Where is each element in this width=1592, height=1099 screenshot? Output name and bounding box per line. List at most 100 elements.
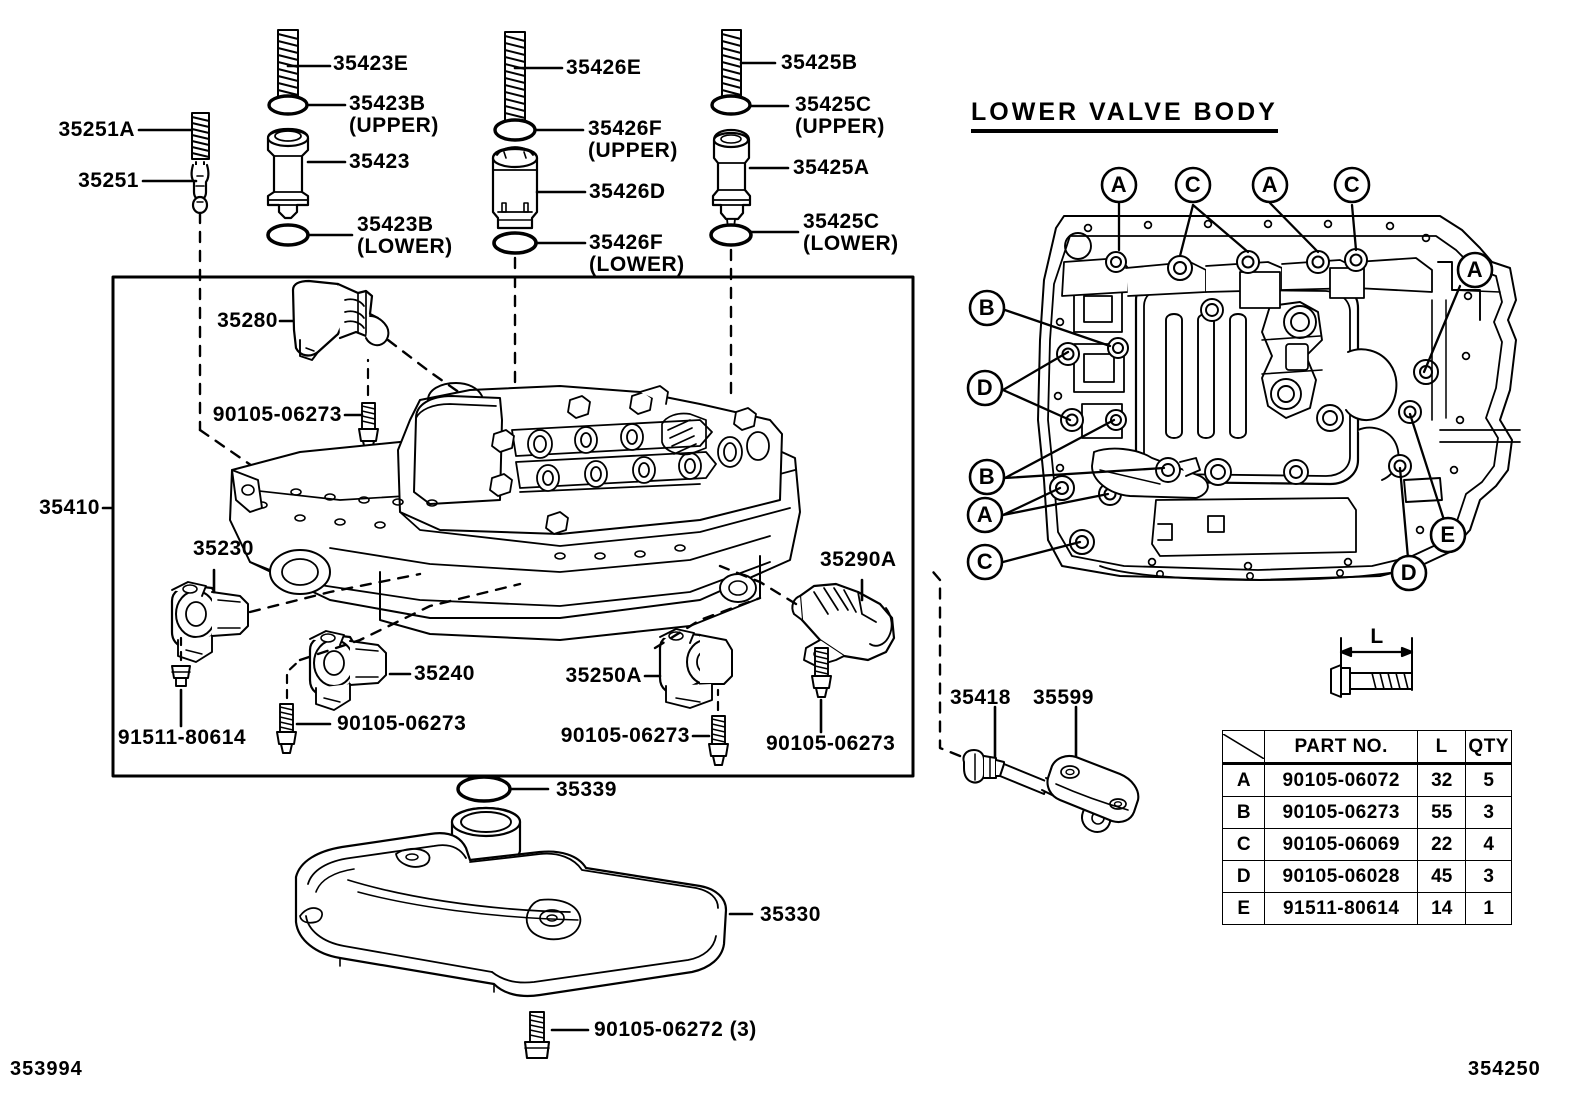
footer-left-code: 353994 (10, 1058, 83, 1080)
parts-table-qty-d: 3 (1465, 860, 1512, 893)
label-35330: 35330 (760, 903, 821, 926)
parts-table-l-c: 22 (1417, 828, 1467, 861)
parts-table-key-b: B (1221, 796, 1266, 829)
leader-lines-top (137, 61, 800, 245)
parts-table-key-e: E (1221, 892, 1266, 925)
oring-35339-art (456, 775, 512, 803)
parts-table-qty-e: 1 (1465, 892, 1512, 925)
label-35425a: 35425A (793, 156, 870, 179)
bolt-dimension-diagram (1330, 637, 1414, 698)
label-35423e: 35423E (333, 52, 409, 75)
table-row: C 90105-06069 22 4 (1221, 828, 1512, 861)
label-35339: 35339 (556, 778, 617, 801)
label-35230: 35230 (193, 537, 254, 560)
label-35425b: 35425B (781, 51, 858, 74)
parts-table-l-a: 32 (1417, 762, 1467, 797)
bolt-90105-06273-left-art (276, 703, 297, 754)
dashed-35418-link (938, 578, 962, 758)
valve-35425a-art (711, 128, 752, 229)
bubble-a-1: A (1110, 172, 1128, 197)
label-35423b-lower: 35423B (357, 213, 434, 236)
bolt-91511-80614-art (171, 665, 191, 687)
lower-valve-body-title: LOWER VALVE BODY (971, 98, 1278, 133)
dashed-35290a-link (718, 564, 798, 606)
valve-35423-art (266, 127, 310, 220)
spring-35426e-art (504, 31, 526, 123)
callout-bubbles (966, 166, 1494, 592)
parts-table-l-d: 45 (1417, 860, 1467, 893)
bubble-e-1: E (1440, 522, 1456, 547)
parts-table-header-l: L (1417, 730, 1467, 764)
label-35251: 35251 (78, 169, 139, 192)
parts-table-qty-b: 3 (1465, 796, 1512, 829)
label-35423b-lower-qualifier: (LOWER) (357, 235, 453, 258)
oil-strainer-35330-art (294, 806, 728, 998)
bolt-90105-06272-art (523, 1011, 551, 1060)
valve-body-assembly-art (229, 382, 801, 641)
solenoid-35280-art (291, 279, 390, 361)
assembly-group-box (111, 275, 915, 778)
label-90105-06273-upper: 90105-06273 (212, 403, 342, 426)
valve-35251-art (190, 161, 210, 215)
label-35250a: 35250A (565, 664, 642, 687)
dashed-35280-link (386, 338, 472, 402)
label-35425c-lower: 35425C (803, 210, 880, 233)
parts-table-partno-e: 91511-80614 (1264, 892, 1419, 925)
oring-35423b-lower-art (266, 223, 310, 247)
parts-table-l-b: 55 (1417, 796, 1467, 829)
spring-35423e-art (277, 29, 299, 107)
label-35410: 35410 (39, 496, 100, 519)
bubble-a-2: A (1261, 172, 1279, 197)
label-35423b-upper-qualifier: (UPPER) (349, 114, 439, 137)
solenoid-35230-art (170, 581, 249, 663)
label-35425c-upper: 35425C (795, 93, 872, 116)
label-35425c-lower-qualifier: (LOWER) (803, 232, 899, 255)
spring-35251a-art (191, 112, 210, 160)
callout-leaders (1001, 201, 1462, 564)
label-35240: 35240 (414, 662, 475, 685)
dashed-bolt-left-link (285, 658, 302, 700)
label-35426f-lower-qualifier: (LOWER) (589, 253, 685, 276)
label-35423b-upper: 35423B (349, 92, 426, 115)
bubble-b-1: B (978, 295, 996, 320)
parts-table-key-c: C (1221, 828, 1266, 861)
bubble-a-4: A (1466, 257, 1484, 282)
table-row: A 90105-06072 32 5 (1221, 762, 1512, 797)
bolt-90105-06273-center-art (708, 715, 729, 766)
label-90105-06272: 90105-06272 (3) (594, 1018, 757, 1041)
label-35251a: 35251A (58, 118, 135, 141)
parts-table: PART NO. L QTY A 90105-06072 32 5 B 9010… (1221, 730, 1512, 925)
solenoid-35250a-art (658, 628, 733, 709)
dashed-35230-link (248, 572, 422, 614)
spring-35425b-art (721, 29, 742, 103)
bolt-90105-06273-upper-art (358, 402, 379, 451)
bubble-b-2: B (978, 464, 996, 489)
parts-table-partno-b: 90105-06273 (1264, 796, 1419, 829)
dashed-35250a-link (653, 596, 762, 650)
parts-table-header-qty: QTY (1465, 730, 1512, 764)
solenoid-35290a-art (791, 582, 896, 667)
footer-right-code: 354250 (1468, 1058, 1541, 1080)
oring-35426f-upper-art (493, 118, 537, 142)
label-91511-80614: 91511-80614 (117, 726, 247, 749)
bubble-d-1: D (976, 375, 994, 400)
parts-table-key-d: D (1221, 860, 1266, 893)
parts-table-partno-a: 90105-06072 (1264, 762, 1419, 797)
label-35280: 35280 (217, 309, 278, 332)
table-row: D 90105-06028 45 3 (1221, 860, 1512, 893)
label-35599: 35599 (1033, 686, 1094, 709)
oring-35425c-lower-art (709, 223, 753, 247)
parts-table-qty-a: 5 (1465, 762, 1512, 797)
table-row: B 90105-06273 55 3 (1221, 796, 1512, 829)
parts-table-qty-c: 4 (1465, 828, 1512, 861)
solenoid-35240-art (308, 630, 387, 711)
label-35418: 35418 (950, 686, 1011, 709)
oring-35423b-upper-art (267, 94, 309, 116)
label-35426f-upper-qualifier: (UPPER) (588, 139, 678, 162)
parts-table-l-e: 14 (1417, 892, 1467, 925)
bubble-c-3: C (976, 549, 994, 574)
dashed-35251-link2 (198, 428, 260, 472)
oring-35426f-lower-art (492, 231, 538, 255)
label-90105-06273-left: 90105-06273 (337, 712, 467, 735)
